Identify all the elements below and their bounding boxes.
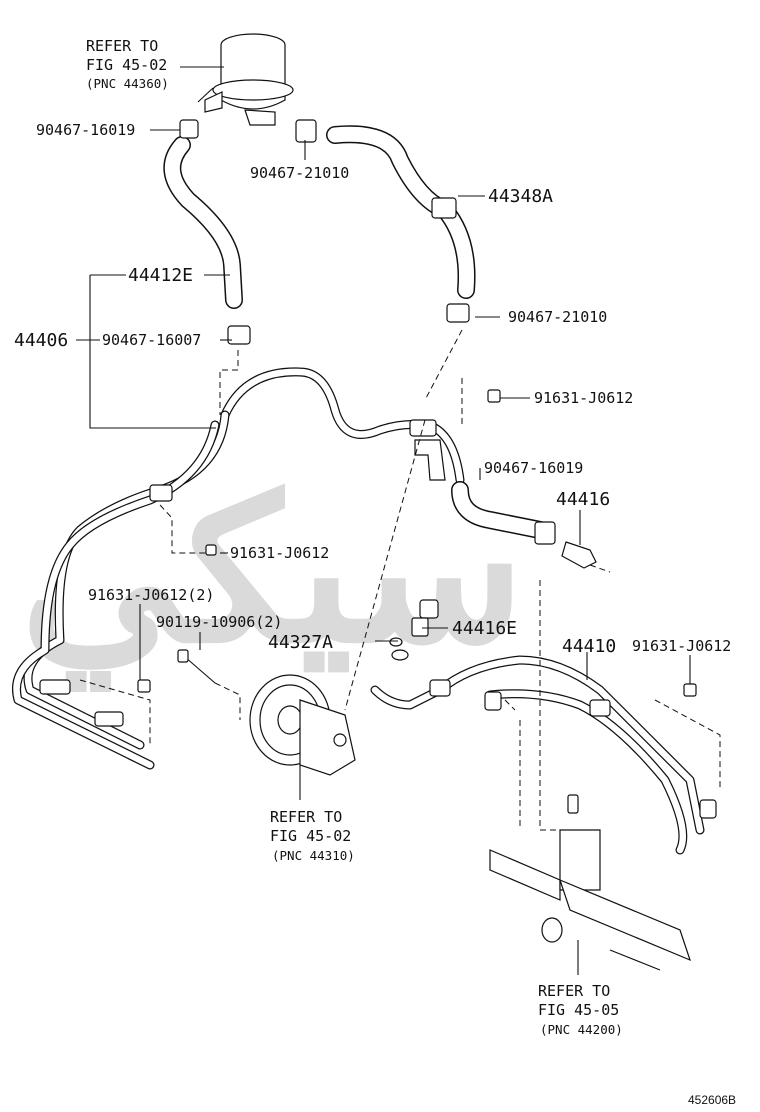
label-91631-J0612-c: 91631-J0612 xyxy=(632,637,731,655)
ref-gear-line1: REFER TO xyxy=(538,982,610,1000)
bolt-icon xyxy=(487,389,501,403)
label-44327A: 44327A xyxy=(268,632,333,653)
label-90119-10906-2: 90119-10906(2) xyxy=(156,613,282,631)
dashed-lines xyxy=(79,329,721,831)
ref-pump-line3: (PNC 44310) xyxy=(272,848,355,863)
leader-lines xyxy=(76,66,691,975)
label-91631-J0612-b: 91631-J0612 xyxy=(230,544,329,562)
ref-reservoir-line2: FIG 45-02 xyxy=(86,56,167,74)
label-44348A: 44348A xyxy=(488,186,553,207)
bolt-icon xyxy=(205,544,217,556)
bolt-icon xyxy=(683,683,697,697)
label-91631-J0612-a: 91631-J0612 xyxy=(534,389,633,407)
clamp-icon xyxy=(446,303,470,323)
watermark-text: ﺳﻴﻜﻲ xyxy=(20,460,525,693)
clamp-icon xyxy=(179,119,199,139)
ref-reservoir-line3: (PNC 44360) xyxy=(86,76,169,91)
ref-reservoir-line1: REFER TO xyxy=(86,37,158,55)
label-90467-16019-mid: 90467-16019 xyxy=(484,459,583,477)
label-44406: 44406 xyxy=(14,330,68,351)
labels: REFER TO FIG 45-02 (PNC 44360) 90467-160… xyxy=(14,37,736,1107)
ref-pump-line2: FIG 45-02 xyxy=(270,827,351,845)
label-44416E: 44416E xyxy=(452,618,517,639)
bolt-icon xyxy=(137,679,151,693)
ref-pump-line1: REFER TO xyxy=(270,808,342,826)
label-90467-21010-mid: 90467-21010 xyxy=(508,308,607,326)
tube-44410-drawing xyxy=(370,655,717,855)
label-90467-21010-top: 90467-21010 xyxy=(250,164,349,182)
tube-44406-drawing xyxy=(12,367,549,770)
label-44416: 44416 xyxy=(556,489,610,510)
label-44410: 44410 xyxy=(562,636,616,657)
label-90467-16007: 90467-16007 xyxy=(102,331,201,349)
union-bolt-drawing xyxy=(389,599,439,661)
label-90467-16019-top: 90467-16019 xyxy=(36,121,135,139)
ref-gear-line3: (PNC 44200) xyxy=(540,1022,623,1037)
ref-gear-line2: FIG 45-05 xyxy=(538,1001,619,1019)
reservoir-drawing xyxy=(197,33,294,126)
label-91631-J0612-2: 91631-J0612(2) xyxy=(88,586,214,604)
clamp-icon xyxy=(227,325,251,345)
union-44416-drawing xyxy=(534,521,597,569)
label-44412E: 44412E xyxy=(128,265,193,286)
clamp-icon xyxy=(295,119,317,143)
steering-gear-drawing xyxy=(489,794,691,971)
pump-drawing xyxy=(249,674,356,776)
diagram-id: 452606B xyxy=(688,1093,736,1107)
